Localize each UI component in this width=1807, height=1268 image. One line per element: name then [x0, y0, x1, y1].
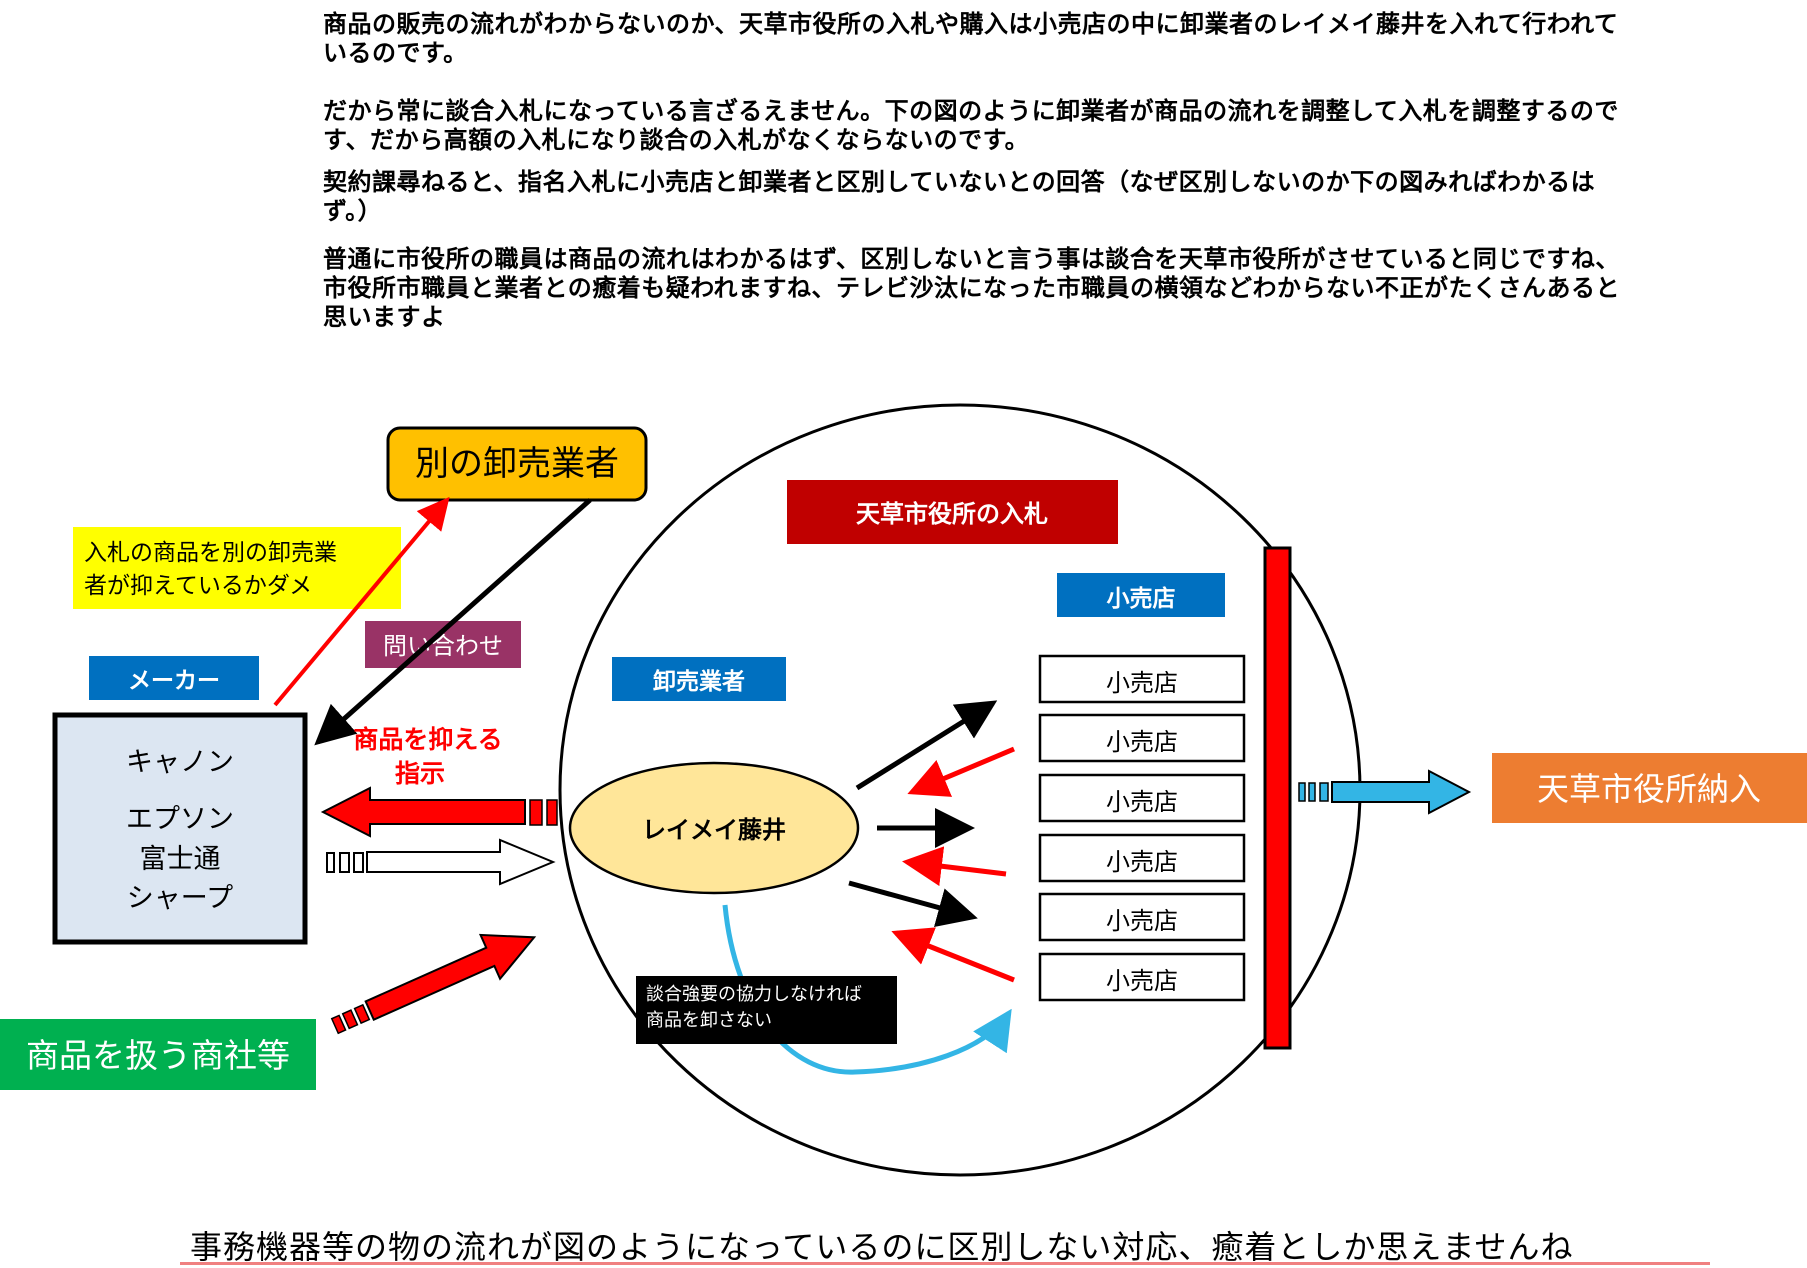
wholesaler-oval: レイメイ藤井: [568, 761, 860, 895]
retail-box-label: 小売店: [1106, 788, 1178, 816]
white-block-arrow-right: [326, 838, 556, 886]
other-wholesaler-label: 別の卸売業者: [415, 444, 619, 484]
maker-label: メーカー: [128, 668, 220, 694]
yellow-note: 入札の商品を別の卸売業 者が抑えているかダメ: [73, 527, 401, 609]
wholesaler-name: レイメイ藤井: [642, 816, 786, 844]
yellow-note-line-2: 者が抑えているかダメ: [84, 573, 312, 599]
red-block-arrow-left: [320, 786, 558, 838]
retail-box: 小売店: [1038, 952, 1246, 1002]
red-arrow-to-wholesaler: [902, 846, 1007, 887]
retail-box-label: 小売店: [1106, 848, 1178, 876]
maker-box: キャノン エプソン 富士通 シャープ: [52, 712, 308, 945]
hold-instruction-line-1: 商品を抑える: [353, 725, 502, 754]
paragraph-1: 商品の販売の流れがわからないのか、天草市役所の入札や購入は小売店の中に卸業者のレ…: [323, 10, 1619, 67]
retail-label: 小売店: [1107, 586, 1176, 612]
maker-label-box: メーカー: [89, 656, 259, 700]
red-diagonal-block-arrow: [330, 933, 537, 1035]
blue-block-arrow: [1298, 769, 1472, 815]
retail-box: 小売店: [1038, 654, 1246, 704]
hold-instruction-line-2: 指示: [395, 759, 445, 788]
retail-box-label: 小売店: [1106, 967, 1178, 995]
collusion-note-line-1: 談合強要の協力しなければ: [646, 984, 862, 1005]
retail-box: 小売店: [1038, 773, 1246, 823]
bid-title: 天草市役所の入札: [856, 500, 1048, 528]
maker-fujitsu: 富士通: [140, 844, 221, 875]
retail-box: 小売店: [1038, 713, 1246, 763]
red-vertical-bar: [1263, 546, 1292, 1050]
inquiry-label: 問い合わせ: [383, 632, 503, 660]
trading-company-box: 商品を扱う商社等: [0, 1019, 316, 1090]
maker-sharp: シャープ: [127, 883, 233, 914]
delivery-box: 天草市役所納入: [1492, 753, 1807, 823]
retail-box-label: 小売店: [1106, 728, 1178, 756]
trading-company-label: 商品を扱う商社等: [26, 1036, 290, 1075]
black-arrow-to-maker: [314, 498, 592, 746]
retail-label-box: 小売店: [1057, 573, 1225, 617]
black-arrow-to-retail: [855, 700, 998, 791]
footer-caption: 事務機器等の物の流れが図のようになっているのに区別しない対応、癒着としか思えませ…: [190, 1228, 1574, 1266]
retail-box-label: 小売店: [1106, 907, 1178, 935]
red-line-to-other-wholesaler: [273, 496, 450, 707]
wholesaler-label: 卸売業者: [653, 668, 745, 695]
other-wholesaler-box: 別の卸売業者: [386, 426, 648, 502]
bid-title-box: 天草市役所の入札: [787, 480, 1118, 544]
paragraph-2: だから常に談合入札になっている言ざるえません。下の図のように卸業者が商品の流れを…: [323, 97, 1619, 154]
black-arrow-to-retail: [848, 880, 978, 928]
collusion-note-line-2: 商品を卸さない: [646, 1010, 772, 1031]
red-arrow-to-wholesaler: [891, 927, 1015, 983]
collusion-note: 談合強要の協力しなければ 商品を卸さない: [636, 976, 897, 1044]
retail-box: 小売店: [1038, 833, 1246, 883]
maker-epson: エプソン: [126, 804, 234, 835]
footer-underline: [180, 1262, 1710, 1265]
paragraph-3: 契約課尋ねると、指名入札に小売店と卸業者と区別していないとの回答（なぜ区別しない…: [323, 168, 1596, 225]
red-arrow-to-wholesaler: [907, 746, 1015, 797]
maker-canon: キャノン: [126, 747, 234, 778]
retail-box-label: 小売店: [1106, 669, 1178, 697]
inquiry-label-box: 問い合わせ: [365, 621, 521, 668]
paragraph-4: 普通に市役所の職員は商品の流れはわかるはず、区別しないと言う事は談合を天草市役所…: [323, 245, 1621, 331]
delivery-label: 天草市役所納入: [1537, 770, 1761, 808]
wholesaler-label-box: 卸売業者: [612, 657, 786, 701]
yellow-note-line-1: 入札の商品を別の卸売業: [84, 540, 337, 566]
retail-box: 小売店: [1038, 892, 1246, 942]
